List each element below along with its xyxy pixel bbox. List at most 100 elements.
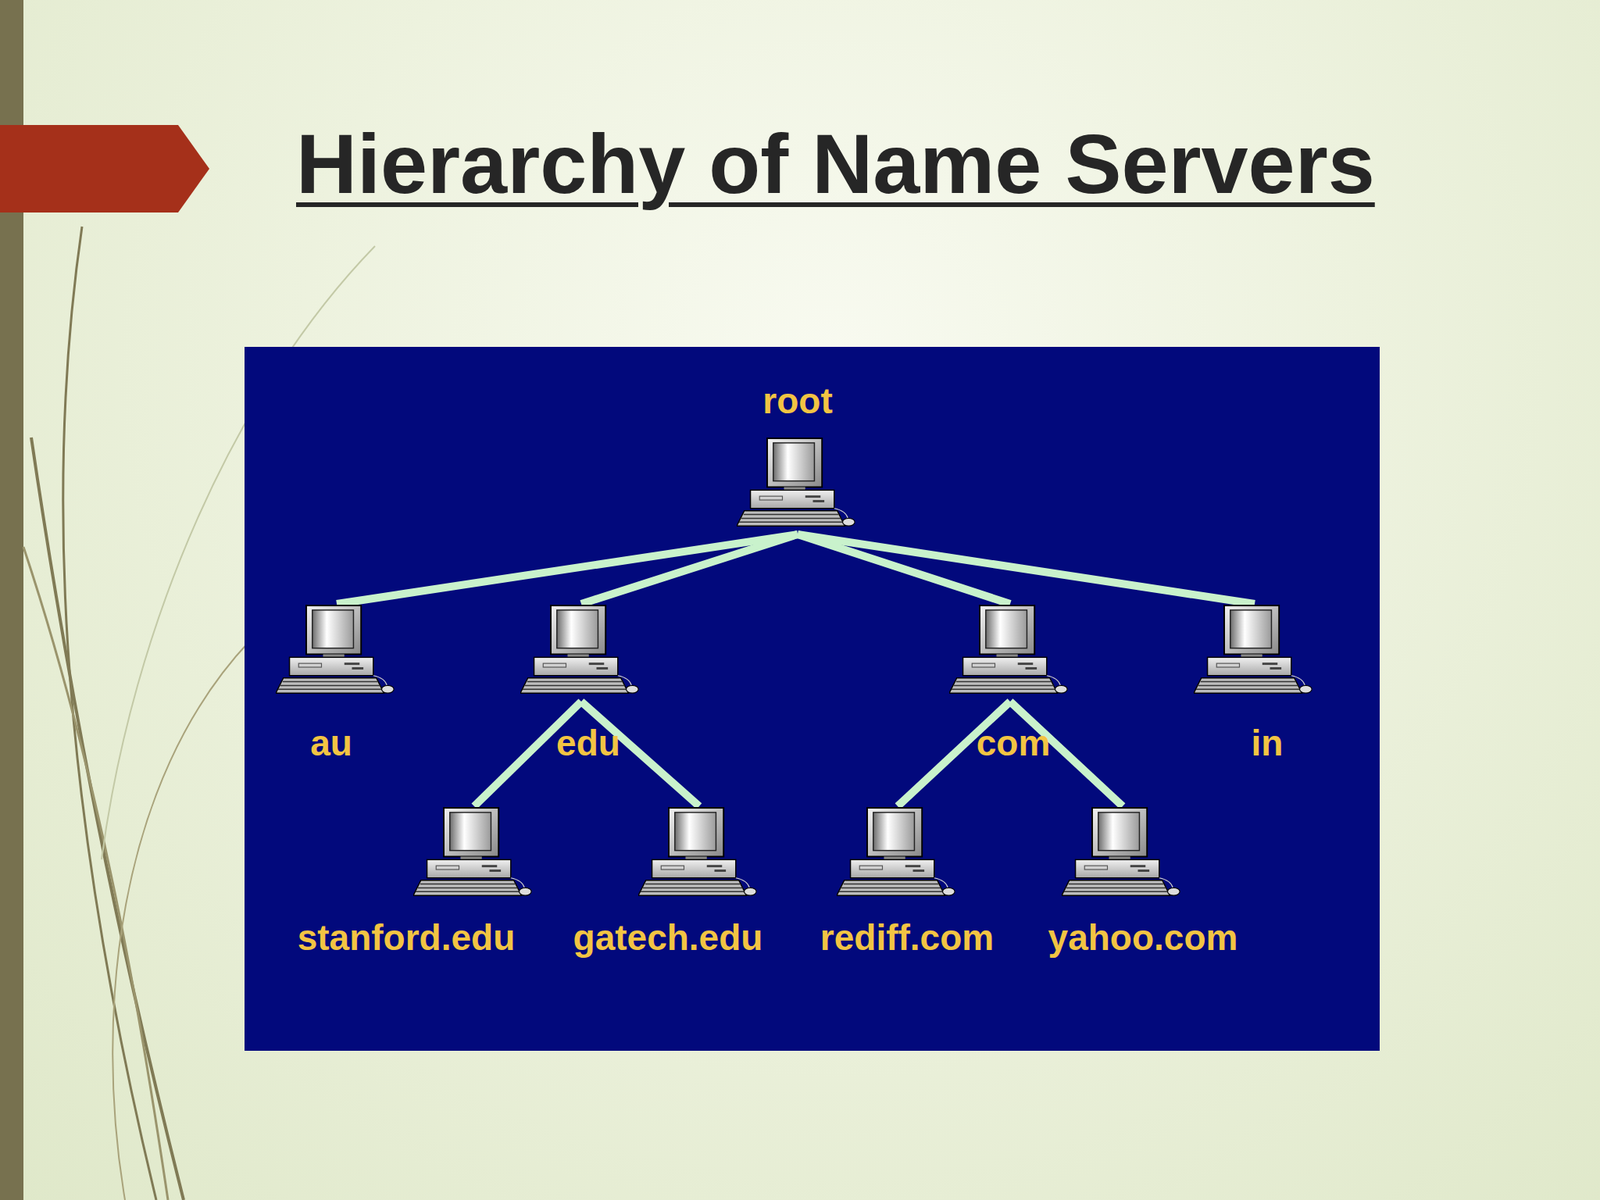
- mouse: [842, 517, 856, 526]
- monitor-screen: [873, 812, 915, 851]
- keyboard-keys: [415, 884, 520, 893]
- mouse-cord: [1291, 675, 1306, 686]
- system-unit: [850, 859, 935, 878]
- server-label: yahoo.com: [986, 914, 1300, 961]
- server-label: in: [1110, 719, 1424, 767]
- system-unit: [534, 657, 618, 675]
- server-label: rediff.com: [750, 914, 1064, 961]
- keyboard: [1061, 880, 1170, 897]
- drive-slot: [971, 663, 995, 668]
- name-server-node: gatech.edu: [638, 806, 761, 904]
- mouse-cord: [510, 878, 525, 889]
- computer-icon: [1061, 806, 1184, 904]
- computer-icon: [520, 603, 643, 702]
- monitor-screen: [450, 812, 492, 851]
- name-server-node: root: [736, 436, 859, 535]
- name-server-node: in: [1193, 603, 1316, 702]
- system-unit: [750, 489, 835, 508]
- server-label: stanford.edu: [250, 914, 563, 961]
- slide-title: Hierarchy of Name Servers: [296, 117, 1375, 211]
- hierarchy-link: [797, 534, 1255, 604]
- server-label: root: [641, 377, 954, 425]
- keyboard: [836, 880, 945, 897]
- mouse-cord: [1159, 878, 1174, 889]
- mouse-cord: [373, 675, 388, 686]
- system-unit: [289, 657, 374, 675]
- unit-detail: [352, 667, 365, 670]
- keyboard-keys: [739, 514, 843, 523]
- unit-detail: [596, 667, 609, 670]
- drive-slot: [660, 865, 684, 870]
- name-server-node: yahoo.com: [1061, 806, 1184, 904]
- drive-slot: [1216, 663, 1240, 668]
- title-text: Hierarchy of Name Servers: [296, 116, 1375, 211]
- system-unit: [652, 859, 736, 878]
- computer-icon: [949, 603, 1072, 702]
- keyboard-keys: [640, 884, 745, 893]
- mouse-cord: [617, 675, 633, 686]
- monitor-case: [306, 605, 361, 654]
- mouse-cord: [934, 878, 949, 889]
- drive-slot: [1084, 865, 1108, 870]
- keyboard: [520, 678, 629, 694]
- unit-detail: [1262, 662, 1279, 665]
- mouse-cord: [735, 878, 750, 889]
- unit-detail: [1130, 864, 1147, 868]
- link-line: [581, 534, 798, 604]
- hierarchy-link: [581, 534, 798, 604]
- monitor-case: [1224, 605, 1279, 654]
- monitor-case: [767, 438, 822, 487]
- computer-icon: [736, 436, 859, 535]
- keyboard-keys: [839, 884, 943, 893]
- keyboard-keys: [278, 682, 383, 690]
- mouse: [626, 685, 640, 693]
- drive-slot: [759, 496, 783, 500]
- hierarchy-link: [797, 534, 1011, 604]
- server-label: edu: [432, 719, 745, 767]
- monitor-screen: [675, 812, 717, 851]
- keyboard: [1193, 678, 1302, 694]
- keyboard: [638, 880, 747, 897]
- mouse: [1300, 685, 1313, 693]
- name-server-node: edu: [520, 603, 643, 702]
- monitor-case: [668, 807, 724, 857]
- unit-detail: [813, 500, 825, 503]
- link-line: [336, 534, 798, 604]
- drive-slot: [859, 865, 883, 870]
- unit-detail: [714, 869, 727, 872]
- keyboard: [736, 510, 845, 527]
- keyboard-keys: [522, 682, 627, 690]
- name-server-node: rediff.com: [836, 806, 959, 904]
- unit-detail: [913, 869, 925, 872]
- mouse: [1055, 685, 1068, 693]
- mouse-cord: [834, 508, 849, 519]
- system-unit: [1207, 657, 1292, 675]
- link-line: [797, 534, 1255, 604]
- computer-icon: [413, 806, 536, 904]
- mouse-cord: [1046, 675, 1061, 686]
- server-label: com: [857, 719, 1170, 767]
- name-server-node: com: [949, 603, 1072, 702]
- drive-slot: [435, 865, 459, 870]
- monitor-case: [979, 605, 1035, 654]
- mouse: [942, 887, 956, 896]
- keyboard: [413, 880, 522, 897]
- monitor-case: [443, 807, 499, 857]
- monitor-case: [867, 807, 922, 857]
- keyboard: [949, 678, 1058, 694]
- unit-detail: [489, 869, 502, 872]
- monitor-case: [1092, 807, 1147, 857]
- server-label: gatech.edu: [511, 914, 825, 961]
- unit-detail: [1025, 667, 1038, 670]
- hierarchy-link: [336, 534, 798, 604]
- unit-detail: [1017, 662, 1034, 665]
- unit-detail: [589, 662, 605, 665]
- unit-detail: [707, 864, 723, 868]
- drive-slot: [298, 663, 322, 668]
- keyboard-keys: [1064, 884, 1168, 893]
- mouse: [744, 887, 758, 896]
- drive-slot: [542, 663, 566, 668]
- computer-icon: [638, 806, 761, 904]
- monitor-screen: [312, 610, 354, 649]
- computer-icon: [1193, 603, 1316, 702]
